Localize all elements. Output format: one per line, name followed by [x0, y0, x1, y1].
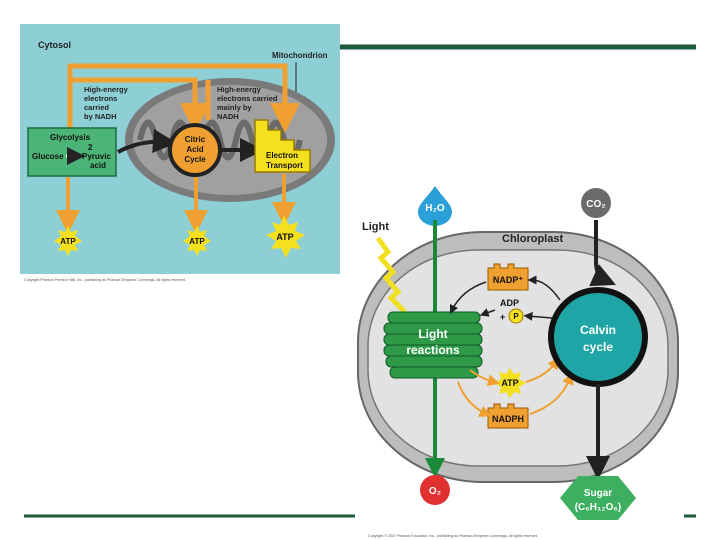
adp-label: ADP [500, 298, 519, 308]
co2-label: CO₂ [586, 199, 605, 210]
sugar-formula: (C₆H₁₂O₆) [575, 502, 622, 513]
respiration-copyright: Copyright Pearson Prentice Hall, Inc., p… [24, 278, 186, 282]
chloroplast-label: Chloroplast [502, 233, 563, 245]
atp-to-calvin-arrow [525, 357, 560, 383]
light-reactions-line-1: Light [418, 327, 447, 341]
phosphate-circle [508, 308, 524, 324]
nadp-to-light-arrow [449, 281, 487, 315]
nadp-label: NADP⁺ [493, 275, 524, 285]
mitochondrion-label: Mitochondrion [272, 51, 328, 60]
nadh-left-text: High-energy electrons carried by NADH [84, 85, 129, 121]
nadph-to-calvin-arrow [529, 372, 574, 415]
electron-transport-line-1: Electron [266, 151, 298, 160]
adp-to-light-arrow [479, 308, 496, 317]
nadh-arrow-left [67, 77, 210, 133]
electron-transport-box [254, 119, 311, 173]
light-to-atp-arrow [469, 369, 500, 387]
sugar-hexagon [560, 476, 636, 520]
photosynthesis-copyright: Copyright © 2007 Pearson Education, Inc.… [368, 534, 538, 538]
glycolysis-title: Glycolysis [50, 133, 91, 142]
atp-label-2: ATP [189, 237, 205, 246]
atp-burst-photo [494, 368, 526, 398]
calvin-line-2: cycle [583, 340, 613, 354]
p-label: P [513, 312, 519, 321]
atp-burst-3 [266, 216, 305, 258]
nadph-box [487, 403, 529, 429]
respiration-diagram: Cytosol Mitochondrion High-energy electr… [20, 24, 340, 282]
pyruvic-line-1: Pyruvic [82, 152, 111, 161]
o2-label: O₂ [429, 486, 441, 497]
atp-burst-2 [183, 226, 211, 256]
o2-molecule [420, 475, 450, 505]
nadh-right-line-2: electrons carried [217, 94, 278, 103]
electron-transport-line-2: Transport [266, 161, 303, 170]
nadh-right-text: High-energy electrons carried mainly by … [217, 85, 278, 121]
light-reactions-line-2: reactions [406, 343, 460, 357]
atp-label-1: ATP [60, 237, 76, 246]
nadh-left-line-4: by NADH [84, 112, 117, 121]
pyruvate-to-cycle-arrow [117, 129, 177, 154]
h2o-label: H₂O [425, 203, 445, 214]
atp-label-3: ATP [276, 232, 293, 242]
nadh-left-line-2: electrons [84, 94, 117, 103]
nadp-box [487, 263, 529, 291]
citric-acid-cycle [168, 123, 222, 177]
light-to-nadph-arrow [457, 381, 492, 417]
citric-line-2: Acid [186, 145, 203, 154]
co2-to-calvin-arrow [589, 220, 616, 287]
light-label: Light [362, 221, 389, 233]
nadph-label: NADPH [492, 414, 524, 424]
light-bolt [375, 236, 407, 314]
citric-line-3: Cycle [184, 155, 206, 164]
nadh-left-line-1: High-energy [84, 85, 129, 94]
pyruvic-line-2: acid [90, 161, 106, 170]
co2-molecule [581, 188, 611, 218]
glycolysis-count: 2 [88, 143, 93, 152]
calvin-cycle [548, 287, 648, 387]
atp-burst-1 [54, 226, 82, 256]
nadh-right-line-4: NADH [217, 112, 239, 121]
glucose-label: Glucose [32, 152, 64, 161]
photosynthesis-diagram: Chloroplast H₂O CO₂ Light Light reaction… [357, 186, 679, 538]
calvin-to-nadp-arrow [527, 275, 561, 301]
citric-line-1: Citric [185, 135, 206, 144]
plus-label: + [500, 312, 505, 322]
thylakoid-stack [383, 311, 483, 379]
calvin-to-adp-arrow [523, 311, 553, 321]
sugar-label: Sugar [584, 488, 612, 499]
calvin-line-1: Calvin [580, 323, 616, 337]
nadh-right-line-1: High-energy [217, 85, 262, 94]
h2o-drop [418, 186, 452, 226]
nadh-arrow-right [67, 63, 300, 133]
nadh-right-line-3: mainly by [217, 103, 252, 112]
nadh-left-line-3: carried [84, 103, 109, 112]
atp-photo-label: ATP [501, 378, 518, 388]
cytosol-label: Cytosol [38, 40, 71, 50]
